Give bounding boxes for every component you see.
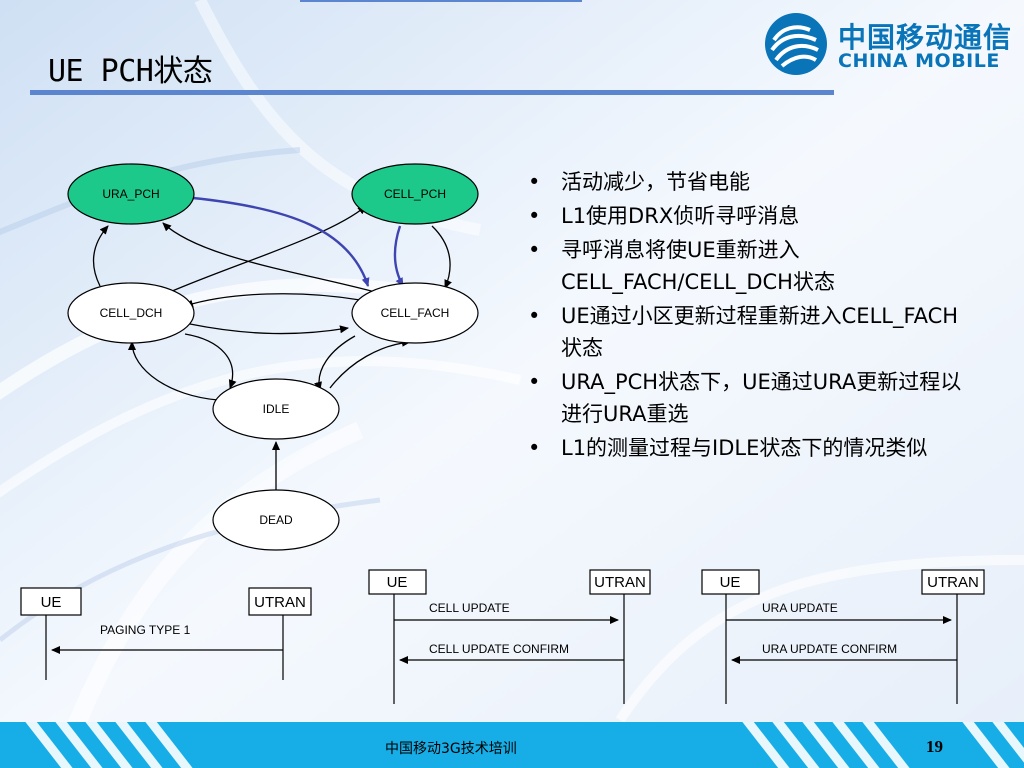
bullet-item: 活动减少，节省电能 [522, 166, 962, 198]
ura-update-utran-label: UTRAN [927, 574, 979, 591]
state-ura-pch [67, 163, 195, 225]
sequence-paging [20, 587, 312, 680]
bullet-list: 活动减少，节省电能 L1使用DRX侦听寻呼消息 寻呼消息将使UE重新进入CELL… [522, 166, 962, 466]
state-cell-dch-label: CELL_DCH [100, 306, 163, 320]
arrow-idle-to-dch [128, 341, 219, 401]
sequence-cell-update [368, 569, 651, 704]
title-underline [30, 90, 834, 95]
arrow-fach-to-dch [184, 293, 361, 308]
bullet-item: L1的测量过程与IDLE状态下的情况类似 [522, 432, 962, 464]
state-idle [212, 378, 340, 440]
paging-ue-label: UE [41, 594, 62, 611]
state-dead-label: DEAD [259, 513, 293, 527]
ura-update-confirm-label: URA UPDATE CONFIRM [762, 642, 897, 656]
paging-utran-label: UTRAN [254, 594, 306, 611]
arrow-fach-to-ura [162, 222, 376, 293]
arrow-cellpch-to-fach [431, 225, 452, 289]
bullet-item: 寻呼消息将使UE重新进入CELL_FACH/CELL_DCH状态 [522, 234, 962, 298]
arrow-dch-to-cellpch [169, 205, 367, 293]
ura-update-message-label: URA UPDATE [762, 601, 838, 615]
arrow-fach-to-idle [314, 335, 356, 391]
logo-english-text: CHINA MOBILE [838, 50, 1000, 72]
state-cell-pch-label: CELL_PCH [384, 187, 446, 201]
page-number: 19 [926, 737, 943, 756]
arrow-cellpch-to-fach-blue [393, 225, 405, 287]
state-ura-pch-label: URA_PCH [102, 187, 159, 201]
slide-title: UE PCH状态 [48, 54, 213, 89]
top-accent-line [300, 0, 582, 2]
arrow-dch-to-fach [189, 323, 349, 335]
arrow-idle-to-fach [329, 338, 411, 389]
state-idle-label: IDLE [263, 402, 290, 416]
state-cell-dch [67, 282, 195, 344]
bullet-item: L1使用DRX侦听寻呼消息 [522, 200, 962, 232]
bullet-item: UE通过小区更新过程重新进入CELL_FACH状态 [522, 300, 962, 364]
china-mobile-logo-icon [765, 13, 827, 75]
state-cell-fach [351, 282, 479, 344]
cell-update-ue-label: UE [387, 574, 408, 591]
paging-message-label: PAGING TYPE 1 [100, 623, 191, 637]
cell-update-message-label: CELL UPDATE [429, 601, 510, 615]
state-dead [212, 489, 340, 551]
footer-text: 中国移动3G技术培训 [385, 741, 517, 757]
cell-update-confirm-label: CELL UPDATE CONFIRM [429, 642, 569, 656]
arrow-dch-to-ura [92, 225, 109, 287]
state-cell-pch [351, 163, 479, 225]
state-cell-fach-label: CELL_FACH [381, 306, 450, 320]
arrow-dch-to-idle [184, 333, 237, 389]
ura-update-ue-label: UE [720, 574, 741, 591]
footer-band [0, 722, 1024, 768]
sequence-ura-update [701, 569, 985, 704]
cell-update-utran-label: UTRAN [594, 574, 646, 591]
arrow-ura-to-fach [192, 196, 370, 287]
logo-chinese-text: 中国移动通信 [838, 21, 1013, 54]
bullet-item: URA_PCH状态下，UE通过URA更新过程以进行URA重选 [522, 366, 962, 430]
footer-stripes-icon [25, 722, 1024, 768]
